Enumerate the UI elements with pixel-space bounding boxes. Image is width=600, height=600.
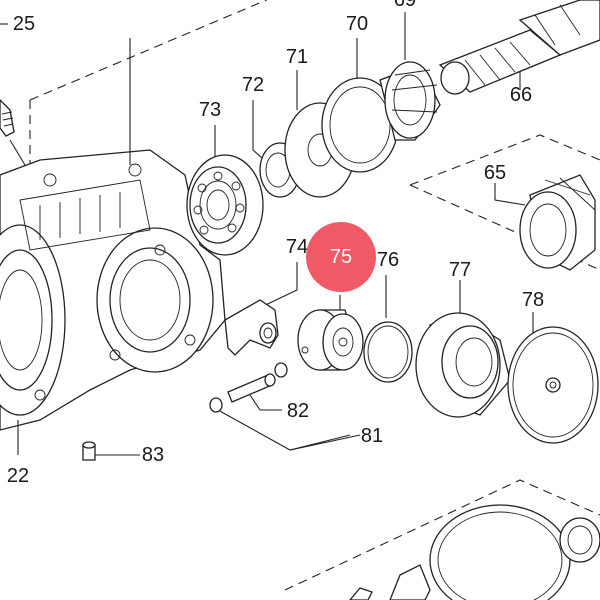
dashed-frame-bottom bbox=[284, 479, 600, 591]
part-83-plug bbox=[82, 441, 96, 461]
bottom-partial-parts bbox=[349, 504, 600, 600]
part-76-o-ring bbox=[363, 321, 413, 383]
callout-65[interactable]: 65 bbox=[483, 162, 507, 184]
part-66-shaft bbox=[438, 0, 600, 95]
callout-81[interactable]: 81 bbox=[360, 425, 384, 447]
part-75-cylinder bbox=[297, 309, 364, 371]
callout-71[interactable]: 71 bbox=[285, 46, 309, 68]
callout-66[interactable]: 66 bbox=[509, 84, 533, 106]
callout-69[interactable]: 69 bbox=[393, 0, 417, 11]
dashed-frame-right bbox=[409, 134, 600, 186]
callout-72[interactable]: 72 bbox=[241, 74, 265, 96]
callout-25[interactable]: 25 bbox=[12, 13, 36, 35]
fitting-part bbox=[0, 99, 15, 137]
callout-77[interactable]: 77 bbox=[448, 259, 472, 281]
callout-76[interactable]: 76 bbox=[376, 249, 400, 271]
callout-83[interactable]: 83 bbox=[141, 444, 165, 466]
part-73-bearing bbox=[186, 154, 264, 256]
callout-74[interactable]: 74 bbox=[285, 236, 309, 258]
part-65-bearing bbox=[519, 174, 596, 271]
part-81-clips bbox=[209, 362, 288, 413]
part-82-pin bbox=[227, 373, 276, 403]
part-74-bracket bbox=[224, 299, 279, 356]
part-77-cup bbox=[415, 312, 511, 418]
callout-70[interactable]: 70 bbox=[345, 13, 369, 35]
part-78-disc bbox=[507, 326, 599, 444]
dashed-frame-top bbox=[29, 0, 268, 101]
callout-73[interactable]: 73 bbox=[198, 99, 222, 121]
callout-75-highlighted[interactable]: 75 bbox=[306, 222, 376, 292]
part-69-bearing bbox=[379, 61, 441, 141]
callout-22[interactable]: 22 bbox=[6, 465, 30, 487]
callout-82[interactable]: 82 bbox=[286, 400, 310, 422]
callout-78[interactable]: 78 bbox=[521, 289, 545, 311]
